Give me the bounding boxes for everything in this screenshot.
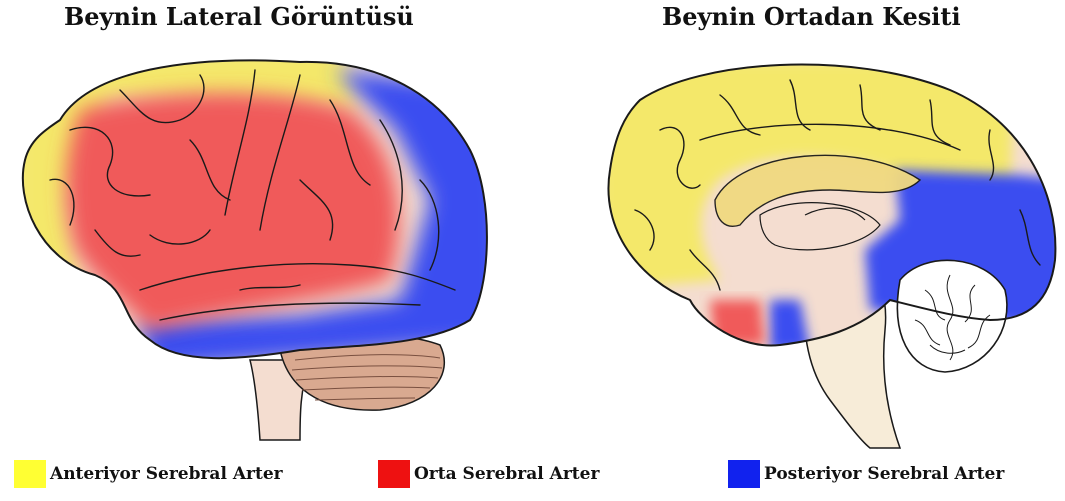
lateral-brain	[10, 40, 505, 440]
legend-label-posterior: Posteriyor Serebral Arter	[764, 464, 1004, 484]
sagittal-brain	[600, 60, 1065, 448]
sagittal-cerebellum	[897, 260, 1007, 372]
legend-item-anterior: Anteriyor Serebral Arter	[14, 460, 283, 488]
anterior-swatch	[14, 460, 46, 488]
posterior-swatch	[728, 460, 760, 488]
middle-swatch	[378, 460, 410, 488]
legend-label-middle: Orta Serebral Arter	[414, 464, 599, 484]
legend-label-anterior: Anteriyor Serebral Arter	[50, 464, 283, 484]
legend-item-posterior: Posteriyor Serebral Arter	[728, 460, 1004, 488]
legend-item-middle: Orta Serebral Arter	[378, 460, 599, 488]
